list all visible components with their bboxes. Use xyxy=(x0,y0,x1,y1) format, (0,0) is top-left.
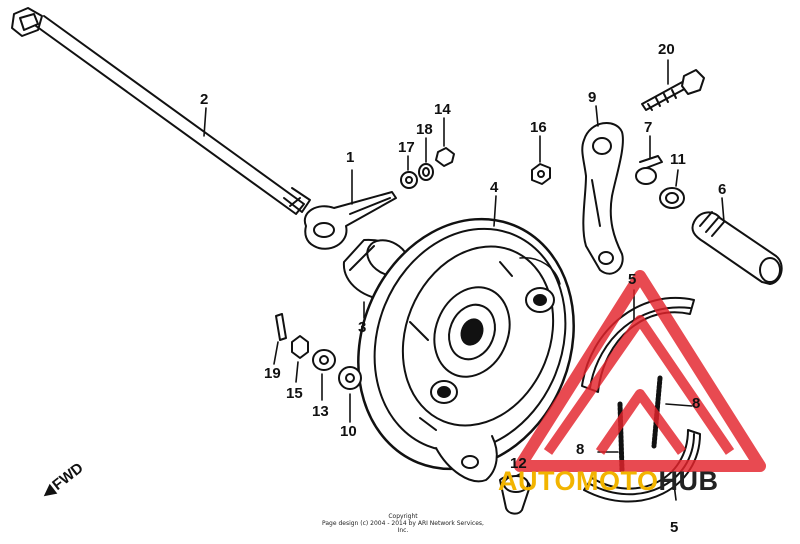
part-label-2: 2 xyxy=(200,91,209,108)
part-label-9: 9 xyxy=(588,89,597,106)
part-label-5-upper: 5 xyxy=(628,271,637,288)
brake-shoe-lower xyxy=(583,429,701,503)
axle xyxy=(11,7,311,215)
leader-lines xyxy=(203,59,725,501)
watermark-text-hub: HUB xyxy=(658,466,719,496)
part-label-11: 11 xyxy=(670,151,686,168)
part-label-13: 13 xyxy=(312,403,329,420)
part-label-16: 16 xyxy=(530,119,547,136)
brake-cam xyxy=(691,211,783,285)
part-label-18: 18 xyxy=(416,121,433,138)
stopper-arm xyxy=(303,191,397,250)
wear-indicator xyxy=(635,155,663,185)
part-label-3: 3 xyxy=(358,319,367,336)
part-label-19: 19 xyxy=(264,365,281,382)
watermark-text-automoto: AUTOMOTO xyxy=(498,466,659,496)
part-label-20: 20 xyxy=(658,41,675,58)
part-label-12: 12 xyxy=(510,455,527,472)
part-label-6: 6 xyxy=(718,181,727,198)
part-label-8-right: 8 xyxy=(692,395,701,412)
copyright-notice: Copyright Page design (c) 2004 - 2014 by… xyxy=(318,513,488,534)
part-label-7: 7 xyxy=(644,119,653,136)
part-label-1: 1 xyxy=(346,149,355,166)
part-label-10: 10 xyxy=(340,423,357,440)
felt-seal xyxy=(659,187,685,209)
plain-washer xyxy=(400,171,418,189)
watermark-logo xyxy=(514,270,766,472)
part-label-8-left: 8 xyxy=(576,441,585,458)
part-label-15: 15 xyxy=(286,385,303,402)
spring-washer xyxy=(418,163,434,181)
arm-bolt xyxy=(641,69,705,111)
part-label-4: 4 xyxy=(490,179,499,196)
stopper-nut xyxy=(435,147,455,167)
part-label-17: 17 xyxy=(398,139,415,156)
watermark-text: AUTOMOTOHUB xyxy=(498,466,719,497)
part-label-14: 14 xyxy=(434,101,451,118)
arm-nut xyxy=(531,163,551,185)
washer-13 xyxy=(312,349,336,371)
panel-bolt xyxy=(499,475,531,515)
brake-arm xyxy=(581,122,624,275)
copyright-line-1: Copyright xyxy=(388,513,418,520)
copyright-line-2: Page design (c) 2004 - 2014 by ARI Netwo… xyxy=(322,520,484,534)
part-label-5-lower: 5 xyxy=(670,519,679,536)
cotter-pin xyxy=(275,313,287,341)
castle-nut xyxy=(291,335,309,359)
brake-panel xyxy=(357,217,575,483)
washer-10 xyxy=(338,366,362,390)
